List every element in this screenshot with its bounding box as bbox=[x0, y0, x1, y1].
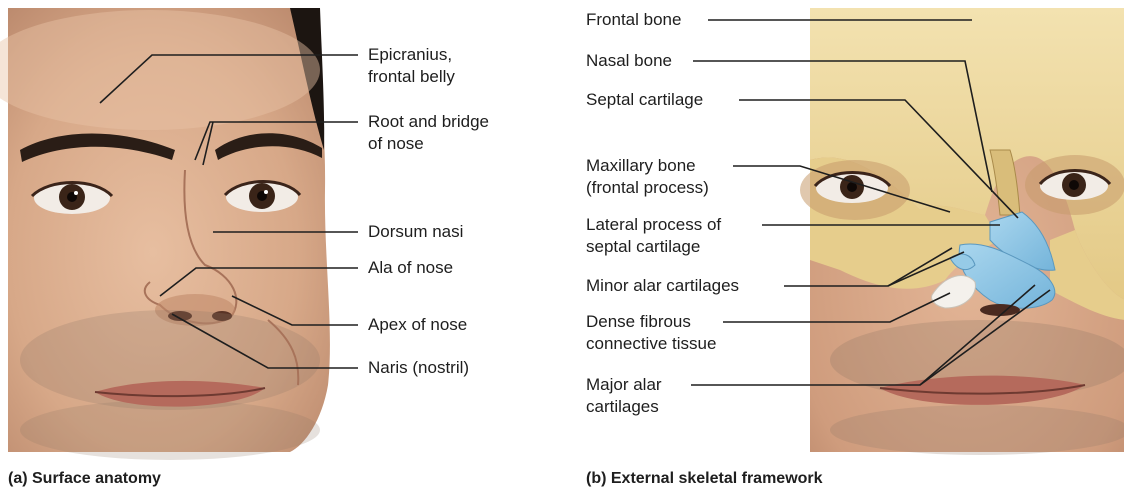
label-root-bridge: Root and bridge of nose bbox=[368, 111, 489, 155]
label-nasal-bone: Nasal bone bbox=[586, 50, 672, 72]
panel-b-face bbox=[800, 8, 1124, 455]
label-apex-text: Apex of nose bbox=[368, 314, 467, 336]
label-major-alar-line1: Major alar bbox=[586, 374, 662, 396]
label-ala-text: Ala of nose bbox=[368, 257, 453, 279]
label-naris-text: Naris (nostril) bbox=[368, 357, 469, 379]
label-minor-alar: Minor alar cartilages bbox=[586, 275, 739, 297]
label-lateral-process-line1: Lateral process of bbox=[586, 214, 721, 236]
label-lateral-process: Lateral process of septal cartilage bbox=[586, 214, 721, 258]
label-nasal-bone-text: Nasal bone bbox=[586, 50, 672, 72]
label-dense-fibrous-line2: connective tissue bbox=[586, 333, 716, 355]
label-dorsum-nasi: Dorsum nasi bbox=[368, 221, 463, 243]
label-dense-fibrous-line1: Dense fibrous bbox=[586, 311, 716, 333]
label-frontal-bone: Frontal bone bbox=[586, 9, 681, 31]
label-epicranius-line1: Epicranius, bbox=[368, 44, 455, 66]
label-apex: Apex of nose bbox=[368, 314, 467, 336]
label-naris: Naris (nostril) bbox=[368, 357, 469, 379]
caption-panel-a: (a) Surface anatomy bbox=[8, 470, 161, 488]
label-epicranius-line2: frontal belly bbox=[368, 66, 455, 88]
label-lateral-process-line2: septal cartilage bbox=[586, 236, 721, 258]
label-major-alar: Major alar cartilages bbox=[586, 374, 662, 418]
label-major-alar-line2: cartilages bbox=[586, 396, 662, 418]
label-root-bridge-line1: Root and bridge bbox=[368, 111, 489, 133]
label-septal-cartilage: Septal cartilage bbox=[586, 89, 703, 111]
caption-panel-b: (b) External skeletal framework bbox=[586, 470, 823, 488]
label-dense-fibrous: Dense fibrous connective tissue bbox=[586, 311, 716, 355]
label-maxillary-line1: Maxillary bone bbox=[586, 155, 709, 177]
label-maxillary-line2: (frontal process) bbox=[586, 177, 709, 199]
label-frontal-bone-text: Frontal bone bbox=[586, 9, 681, 31]
label-maxillary: Maxillary bone (frontal process) bbox=[586, 155, 709, 199]
label-septal-cartilage-text: Septal cartilage bbox=[586, 89, 703, 111]
label-minor-alar-text: Minor alar cartilages bbox=[586, 275, 739, 297]
label-epicranius: Epicranius, frontal belly bbox=[368, 44, 455, 88]
label-root-bridge-line2: of nose bbox=[368, 133, 489, 155]
label-dorsum-nasi-text: Dorsum nasi bbox=[368, 221, 463, 243]
label-ala: Ala of nose bbox=[368, 257, 453, 279]
panel-a-face bbox=[0, 8, 330, 460]
